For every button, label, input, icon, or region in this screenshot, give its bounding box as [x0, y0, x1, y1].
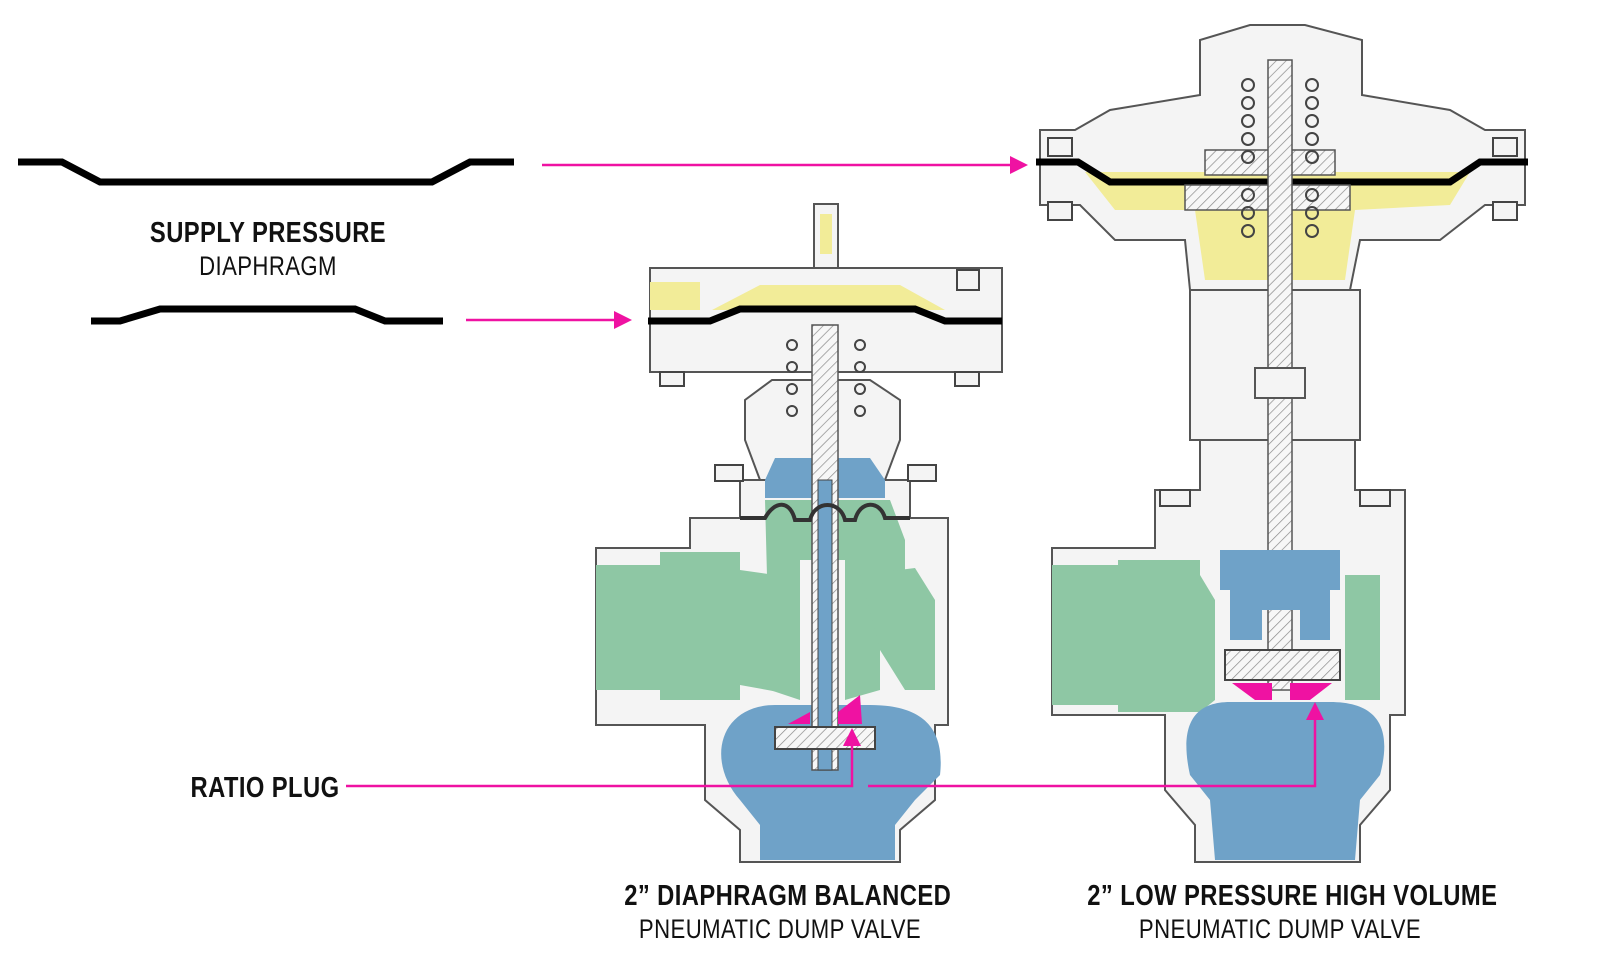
right-position-indicator [1254, 367, 1306, 399]
supply-pressure-diaphragm-label: SUPPLY PRESSURE DIAPHRAGM [145, 219, 391, 280]
right-seat-cage [1224, 649, 1341, 681]
left-supply-chamber [712, 285, 945, 310]
right-valve-caption: 2” LOW PRESSURE HIGH VOLUME PNEUMATIC DU… [1087, 880, 1498, 944]
left-valve-caption: 2” DIAPHRAGM BALANCED PNEUMATIC DUMP VAL… [624, 880, 952, 944]
left-spring [786, 339, 866, 417]
right-ratio-plug [1232, 683, 1272, 700]
small-diaphragm-profile [91, 305, 443, 325]
left-balance-diaphragm [740, 502, 910, 522]
left-supply-diaphragm [648, 305, 1002, 325]
right-spring [1241, 78, 1319, 238]
left-ratio-plug [788, 712, 810, 724]
low-pressure-high-volume-valve [1036, 24, 1528, 863]
ratio-plug-label: RATIO PLUG [187, 774, 343, 803]
right-valve-title: 2” LOW PRESSURE HIGH VOLUME [1087, 880, 1498, 912]
right-inlet-flow [1052, 560, 1215, 712]
left-valve-title: 2” DIAPHRAGM BALANCED [624, 880, 952, 912]
left-inlet-flow [596, 552, 795, 700]
right-housing-bolts [1047, 137, 1518, 507]
diaphragm-balanced-valve [595, 203, 1003, 863]
supply-diaphragm-callouts [466, 156, 1028, 329]
large-diaphragm-profile [18, 158, 514, 186]
left-housing-bolts [659, 269, 980, 482]
left-supply-fitting [650, 282, 700, 310]
left-valve-subtitle: PNEUMATIC DUMP VALVE [638, 914, 922, 944]
diaphragm-subtitle: DIAPHRAGM [199, 251, 337, 281]
ratio-plug-title: RATIO PLUG [190, 772, 340, 804]
supply-pressure-title: SUPPLY PRESSURE [149, 217, 387, 249]
ratio-plug-callouts [346, 702, 1324, 788]
right-outlet-flow [1220, 550, 1340, 640]
right-valve-subtitle: PNEUMATIC DUMP VALVE [1138, 914, 1422, 944]
